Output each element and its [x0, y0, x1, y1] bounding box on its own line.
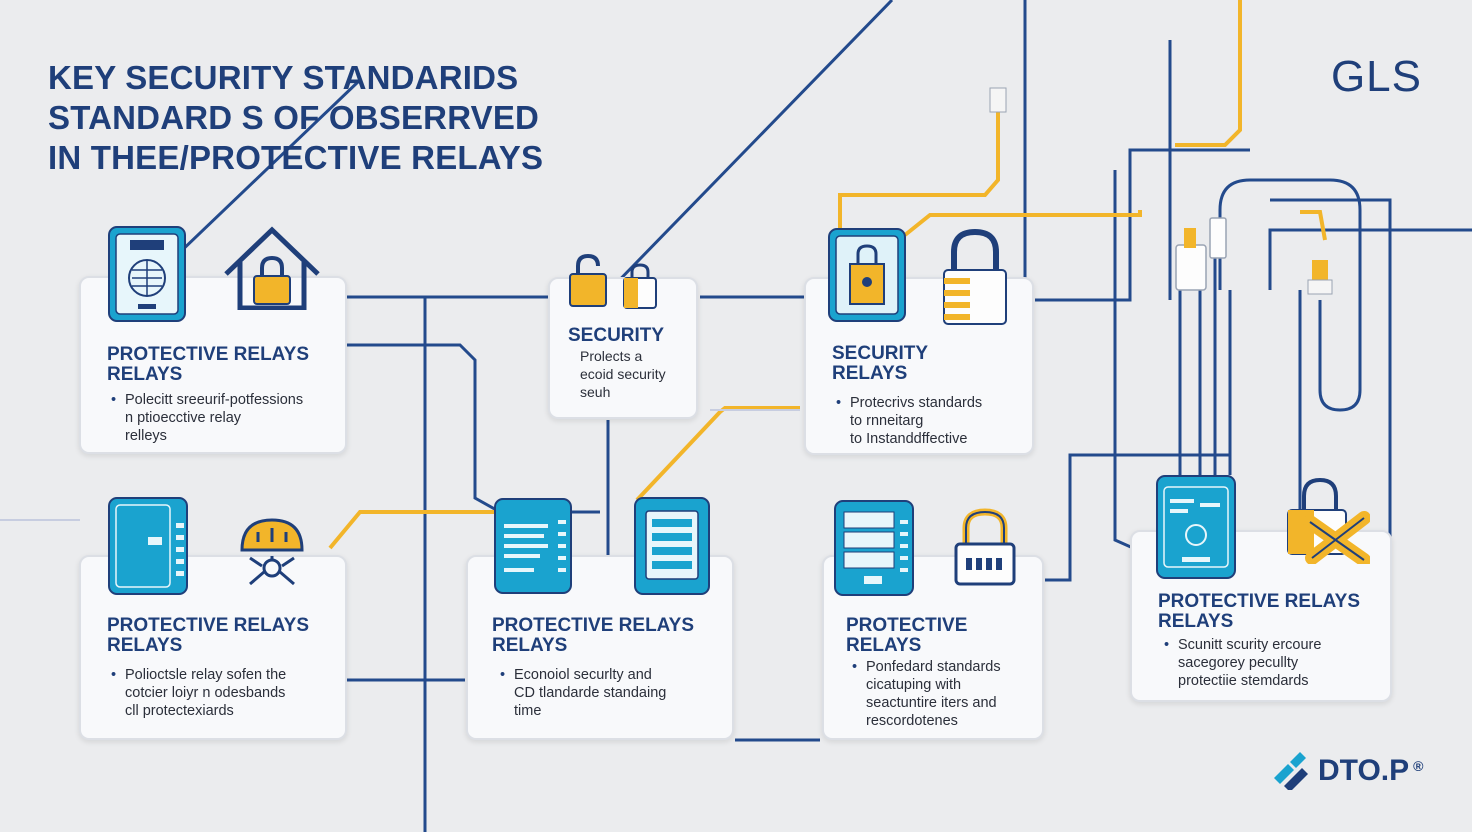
relay-device-icon: [108, 497, 188, 595]
padlock-striped-icon: [943, 228, 1007, 325]
card-title: SECURITY RELAYS: [832, 343, 929, 384]
card-security: SECURITY Prolects a ecoid security seuh: [548, 277, 698, 419]
registered-mark: ®: [1413, 758, 1424, 774]
card-description: Polecitt sreeurif-potfessions n ptioecct…: [111, 391, 303, 445]
card-title: PROTECTIVE RELAYS RELAYS: [492, 615, 695, 656]
brand-logo-bottom: DTO.P ®: [1272, 752, 1423, 790]
card-title: SECURITY: [568, 325, 665, 346]
title-line-2: STANDARD S OF OBSERRVED: [48, 99, 540, 136]
relay-controller-icon: [1156, 475, 1236, 579]
card-description: Scunitt scurity ercoure sacegorey pecull…: [1164, 636, 1321, 690]
circuit-chip-icon: [108, 226, 186, 322]
padlock-open-icon: [623, 263, 657, 309]
page-title: KEY SECURITY STANDARIDS STANDARD S OF OB…: [48, 58, 543, 178]
card-title: PROTECTIVE RELAYS RELAYS: [107, 344, 310, 385]
title-line-1: KEY SECURITY STANDARIDS: [48, 59, 519, 96]
card-description: Polioctsle relay sofen the cotcier loiyr…: [111, 666, 286, 720]
house-lock-icon: [224, 226, 320, 310]
brand-mark-icon: [1274, 752, 1308, 790]
relay-module-icon: [494, 498, 572, 594]
card-description: Prolects a ecoid security seuh: [580, 348, 666, 400]
combination-lock-icon: [954, 508, 1016, 586]
brand-bottom-text: DTO.P: [1318, 754, 1410, 787]
title-line-3: IN THEE/PROTECTIVE RELAYS: [48, 139, 544, 176]
card-description: Protecrivs standards to rnneitarg to Ins…: [836, 394, 982, 448]
card-title: PROTECTIVE RELAYS: [846, 615, 968, 656]
lock-cross-icon: [1287, 477, 1370, 564]
server-rack-icon: [834, 500, 914, 596]
card-description: Econoiol securlty and CD tlandarde stand…: [500, 666, 666, 720]
card-title: PROTECTIVE RELAYS RELAYS: [1158, 591, 1361, 632]
relay-panel-icon: [828, 228, 906, 322]
brand-logo-top: GLS: [1330, 52, 1422, 101]
relay-display-icon: [634, 497, 710, 595]
card-description: Ponfedard standards cicatuping with seac…: [852, 658, 1001, 730]
card-title: PROTECTIVE RELAYS RELAYS: [107, 615, 310, 656]
padlock-icon: [569, 253, 607, 307]
shield-gear-icon: [240, 518, 304, 586]
